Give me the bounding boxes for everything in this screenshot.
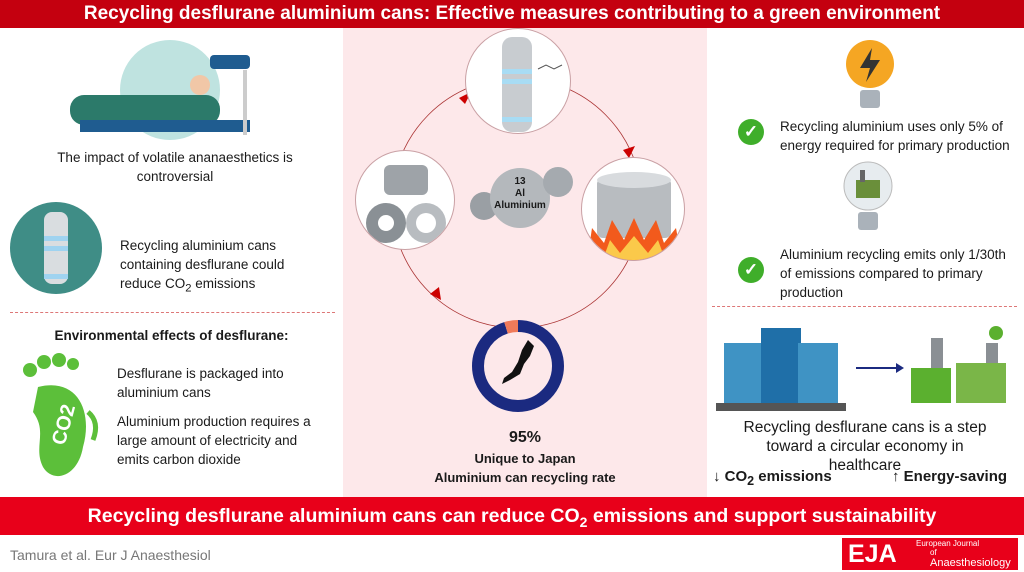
check-icon: ✓ [738, 257, 764, 283]
right-divider [712, 306, 1017, 307]
logo-line1: European Journal [916, 539, 980, 548]
melting-can-icon [581, 157, 685, 261]
circular-economy-text: Recycling desflurane cans is a step towa… [743, 419, 987, 474]
recycling-text: Recycling aluminium cans containing desf… [120, 236, 320, 299]
energy-saving-label: ↑ Energy-saving [892, 468, 1008, 485]
co2-sub: 2 [747, 474, 755, 488]
banner-sub: 2 [579, 513, 588, 530]
element-number: 13 [514, 176, 526, 187]
fact-emissions: Aluminium recycling emits only 1/30th of… [780, 247, 1006, 300]
fact-energy: Recycling aluminium uses only 5% of ener… [780, 119, 1010, 153]
bottom-banner: Recycling desflurane aluminium cans can … [0, 497, 1024, 535]
rate-caption: Aluminium can recycling rate [434, 470, 616, 485]
co2-post: emissions [754, 468, 832, 485]
aluminium-atom: 13 Al Aluminium [468, 162, 578, 230]
co2-reduction-label: ↓ CO2 emissions [713, 468, 832, 488]
check-icon: ✓ [738, 119, 764, 145]
surgery-illustration [60, 40, 280, 140]
header-title: Recycling desflurane aluminium cans: Eff… [0, 0, 1024, 28]
donut-remaining-segment [472, 320, 564, 412]
element-symbol: Al [515, 188, 525, 199]
lightbulb-energy-icon [840, 36, 900, 116]
banner-text: Recycling desflurane aluminium cans can … [87, 505, 580, 527]
recycling-rate-value: 95% [508, 429, 542, 446]
recycling-rate-donut [472, 320, 564, 412]
recycling-text-main: Recycling aluminium cans containing desf… [120, 238, 285, 291]
recycling-text-sub: 2 [185, 282, 192, 295]
aluminium-coils-icon [355, 150, 455, 250]
co2-label: CO [724, 468, 748, 485]
japan-map-icon [502, 340, 534, 384]
logo-line2: of [930, 548, 937, 557]
down-arrow-icon: ↓ [713, 468, 721, 485]
element-name: Aluminium [494, 200, 546, 211]
desflurane-can-icon [465, 28, 571, 134]
banner-text-end: emissions and support sustainability [587, 505, 937, 527]
recycling-text-end: emissions [191, 276, 256, 291]
logo-abbr: EJA [848, 540, 897, 568]
citation: Tamura et al. Eur J Anaesthesiol [10, 547, 211, 563]
effect-packaged: Desflurane is packaged into aluminium ca… [117, 366, 284, 400]
bottle-icon [10, 202, 102, 294]
logo-line3: Anaesthesiology [930, 557, 1011, 569]
eja-logo: EJA European Journal of Anaesthesiology [842, 538, 1018, 570]
left-divider [10, 312, 335, 313]
effect-production: Aluminium production requires a large am… [117, 414, 311, 467]
env-heading: Environmental effects of desflurane: [54, 328, 289, 343]
co2-footprint-icon: CO2 [18, 352, 103, 487]
unique-to-japan: Unique to Japan [474, 451, 576, 466]
lightbulb-factory-icon [838, 158, 898, 238]
hospital-to-factory-illustration [716, 318, 1011, 413]
impact-text: The impact of volatile ananaesthetics is… [57, 150, 293, 184]
